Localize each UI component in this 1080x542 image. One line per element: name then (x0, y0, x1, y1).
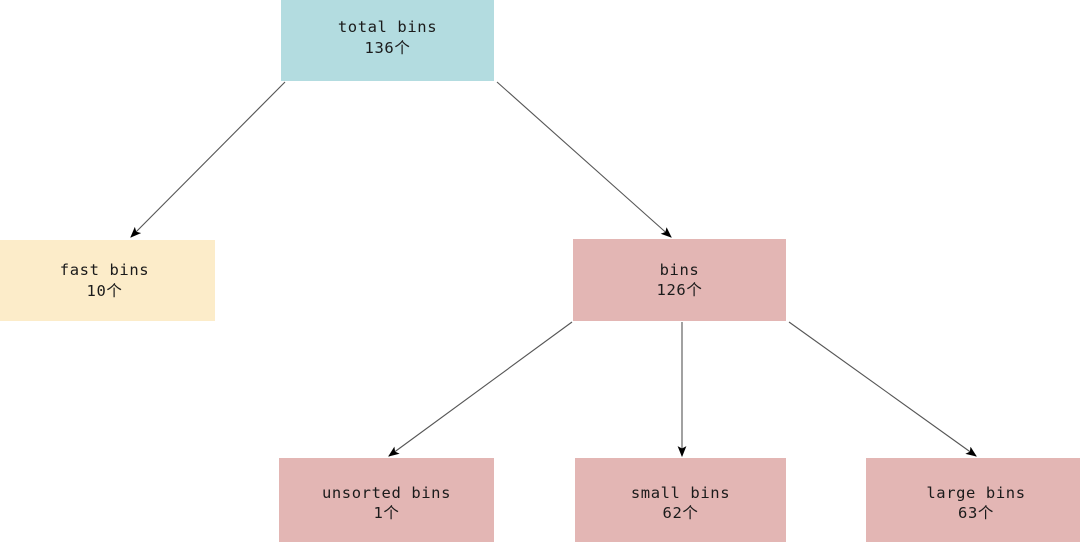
node-bins-count: 126个 (656, 281, 703, 299)
node-fast-bins-label: fast bins (59, 261, 150, 280)
node-fast-bins-count: 10个 (86, 281, 123, 300)
edge-bins-to-large-bins (788, 321, 977, 457)
node-small-bins-label: small bins (630, 483, 731, 502)
node-large-bins[interactable]: large bins 63个 (866, 458, 1080, 542)
node-large-bins-label: large bins (926, 483, 1026, 502)
edge-bins-to-unsorted-bins (388, 321, 573, 457)
node-small-bins[interactable]: small bins 62个 (575, 458, 786, 542)
edge-paths (130, 81, 977, 458)
node-large-bins-count: 63个 (958, 504, 994, 522)
edge-total-bins-to-fast-bins (130, 81, 286, 238)
edge-total-bins-to-bins (496, 81, 672, 238)
node-total-bins-label: total bins (337, 18, 438, 37)
node-total-bins-count: 136个 (364, 38, 411, 57)
node-fast-bins[interactable]: fast bins 10个 (0, 240, 215, 321)
node-bins-label: bins (659, 260, 700, 279)
node-small-bins-count: 62个 (662, 504, 699, 522)
node-unsorted-bins-count: 1个 (373, 504, 400, 522)
node-bins[interactable]: bins 126个 (573, 239, 786, 321)
node-unsorted-bins[interactable]: unsorted bins 1个 (279, 458, 494, 542)
node-unsorted-bins-label: unsorted bins (321, 483, 452, 502)
node-total-bins[interactable]: total bins 136个 (281, 0, 494, 81)
